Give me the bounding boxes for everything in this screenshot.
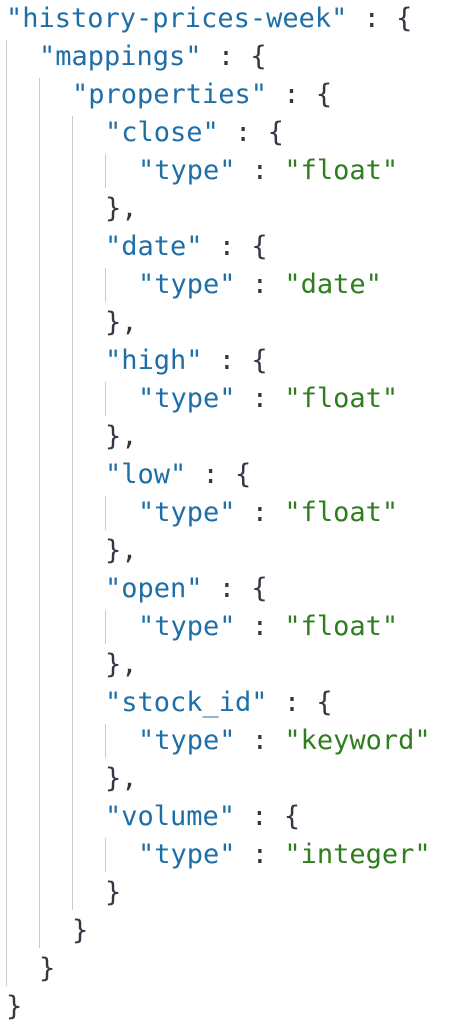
json-key: "type"	[138, 269, 236, 300]
code-line: "volume" : {	[105, 798, 300, 836]
json-key: "volume"	[105, 801, 236, 832]
indent-guide	[105, 382, 106, 416]
json-punctuation: }	[6, 991, 23, 1022]
code-line: },	[105, 418, 138, 456]
json-key: "type"	[138, 725, 236, 756]
code-line: "type" : "float"	[138, 494, 398, 532]
json-punctuation: : {	[202, 573, 268, 604]
json-key: "low"	[105, 459, 187, 490]
json-punctuation: : {	[201, 41, 267, 72]
indent-guide	[105, 724, 106, 758]
indent-guide	[105, 610, 106, 644]
json-key: "date"	[105, 231, 203, 262]
code-line: },	[105, 304, 138, 342]
code-line: "properties" : {	[72, 76, 332, 114]
json-punctuation: :	[235, 497, 285, 528]
code-line: "high" : {	[105, 342, 268, 380]
code-line: }	[72, 912, 88, 950]
indent-guide	[72, 116, 73, 910]
code-line: "type" : "float"	[138, 608, 398, 646]
indent-guide	[105, 496, 106, 530]
json-string-value: "keyword"	[284, 725, 431, 756]
code-line: },	[105, 190, 138, 228]
json-punctuation: },	[105, 193, 138, 224]
json-key: "properties"	[72, 79, 268, 110]
code-line: },	[105, 532, 138, 570]
json-punctuation: },	[105, 763, 138, 794]
json-punctuation: : {	[202, 345, 268, 376]
json-punctuation: :	[235, 269, 285, 300]
json-key: "close"	[105, 117, 219, 148]
json-punctuation: :	[235, 383, 285, 414]
json-punctuation: },	[105, 649, 138, 680]
code-line: }	[39, 950, 55, 988]
json-key: "open"	[105, 573, 203, 604]
json-punctuation: : {	[267, 79, 333, 110]
json-string-value: "integer"	[284, 839, 431, 870]
json-punctuation: }	[105, 877, 122, 908]
code-line: "mappings" : {	[39, 38, 267, 76]
json-string-value: "float"	[284, 611, 399, 642]
code-line: }	[105, 874, 121, 912]
json-key: "history-prices-week"	[6, 3, 348, 34]
json-punctuation: :	[235, 155, 285, 186]
code-line: "type" : "float"	[138, 380, 398, 418]
json-string-value: "float"	[284, 155, 399, 186]
code-line: },	[105, 760, 138, 798]
json-punctuation: },	[105, 307, 138, 338]
json-key: "type"	[138, 383, 236, 414]
json-key: "type"	[138, 155, 236, 186]
json-punctuation: }	[72, 915, 89, 946]
code-line: "type" : "float"	[138, 152, 398, 190]
json-key: "stock_id"	[105, 687, 268, 718]
json-punctuation: : {	[267, 687, 333, 718]
indent-guide	[39, 78, 40, 948]
code-line: "type" : "integer"	[138, 836, 431, 874]
json-punctuation: : {	[235, 801, 301, 832]
code-line: "date" : {	[105, 228, 268, 266]
code-line: "low" : {	[105, 456, 251, 494]
json-punctuation: : {	[347, 3, 413, 34]
code-line: "close" : {	[105, 114, 284, 152]
code-line: "history-prices-week" : {	[6, 0, 412, 38]
indent-guide	[105, 268, 106, 302]
indent-guide	[105, 838, 106, 872]
json-key: "high"	[105, 345, 203, 376]
code-line: },	[105, 646, 138, 684]
indent-guide	[105, 154, 106, 188]
json-punctuation: :	[235, 839, 285, 870]
json-punctuation: },	[105, 535, 138, 566]
indent-guide	[6, 40, 7, 986]
json-punctuation: }	[39, 953, 56, 984]
json-key: "type"	[138, 611, 236, 642]
json-punctuation: :	[235, 611, 285, 642]
json-key: "mappings"	[39, 41, 202, 72]
json-string-value: "float"	[284, 383, 399, 414]
json-key: "type"	[138, 497, 236, 528]
code-line: "stock_id" : {	[105, 684, 333, 722]
json-key: "type"	[138, 839, 236, 870]
code-line: "open" : {	[105, 570, 268, 608]
json-string-value: "date"	[284, 269, 382, 300]
code-line: "type" : "date"	[138, 266, 382, 304]
code-line: "type" : "keyword"	[138, 722, 431, 760]
json-string-value: "float"	[284, 497, 399, 528]
json-punctuation: : {	[186, 459, 252, 490]
json-punctuation: :	[235, 725, 285, 756]
json-punctuation: },	[105, 421, 138, 452]
json-punctuation: : {	[218, 117, 284, 148]
json-punctuation: : {	[202, 231, 268, 262]
code-line: }	[6, 988, 22, 1026]
